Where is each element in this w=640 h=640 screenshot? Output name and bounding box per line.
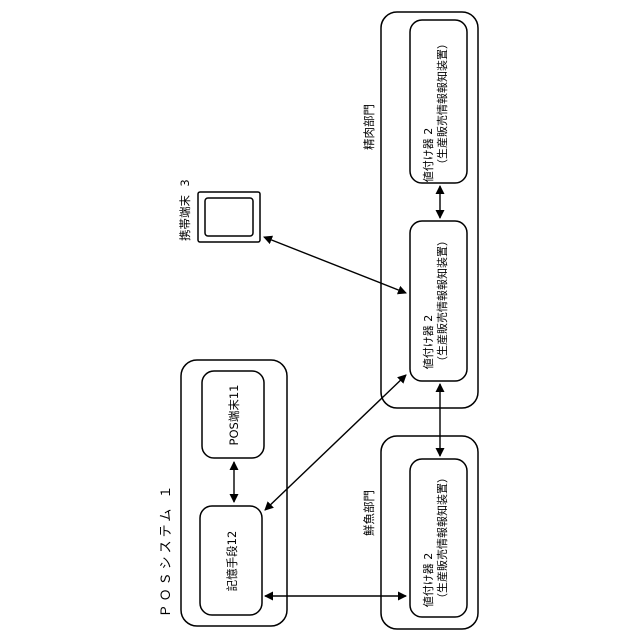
mobile-terminal-icon (198, 192, 260, 242)
meat-pricer-top-line1: 値付け器 2 (422, 128, 435, 183)
meat-department-label: 精肉部門 (362, 104, 376, 150)
fish-pricer-line2: （生産販売情報報知装置） (435, 472, 449, 604)
pos-system-label: ＰＯＳシステム １ (159, 483, 174, 618)
storage-label: 記憶手段12 (225, 531, 239, 592)
meat-pricer-bottom-line2: （生産販売情報報知装置） (435, 235, 449, 367)
pos-terminal-label: POS端末11 (227, 385, 241, 446)
meat-pricer-top-line2: （生産販売情報報知装置） (435, 38, 449, 170)
fish-department-label: 鮮魚部門 (362, 490, 376, 536)
mobile-terminal-label: 携帯端末 (178, 195, 192, 241)
fish-pricer-line1: 値付け器 2 (422, 553, 435, 608)
mobile-terminal-number: 3 (178, 179, 192, 186)
meat-pricer-bottom-line1: 値付け器 2 (422, 315, 435, 370)
